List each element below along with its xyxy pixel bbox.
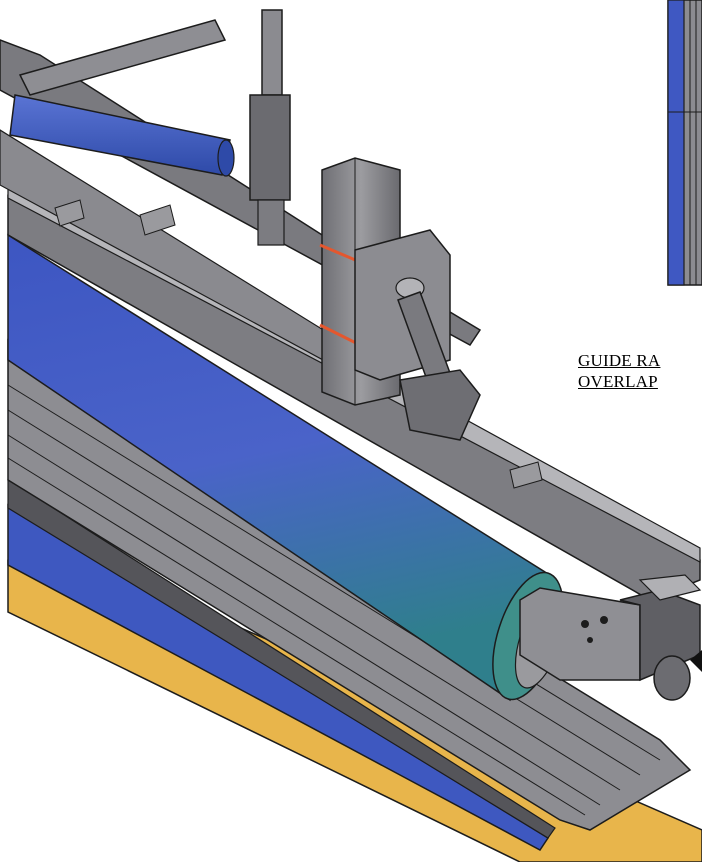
lower-clamp [399,369,481,441]
bolt-hole [587,637,593,643]
bolt-hole [600,616,608,624]
detail-inset [667,0,702,286]
callout-line-1: GUIDE RA [578,351,661,370]
mount-tab [54,199,85,227]
clamp-block [249,94,291,201]
vertical-post-upper [261,9,283,96]
bolt-hole [581,620,589,628]
guide-rail-callout: GUIDE RA OVERLAP [578,350,660,392]
mount-tab [509,461,543,489]
clamp-post-lower [257,199,285,246]
end-cylinder [653,655,691,701]
callout-line-2: OVERLAP [578,372,658,391]
shaft-housing [519,587,641,681]
housing-top-bracket [638,574,702,601]
actuator-cylinder-blue [9,94,231,176]
mount-tab [139,204,176,236]
actuator-end [217,139,235,177]
weld-seam [319,243,361,264]
weld-seam [319,323,361,347]
actuator-cylinder-grey [18,19,227,96]
arrow-head-icon [690,650,702,672]
rail-lines [7,359,661,816]
